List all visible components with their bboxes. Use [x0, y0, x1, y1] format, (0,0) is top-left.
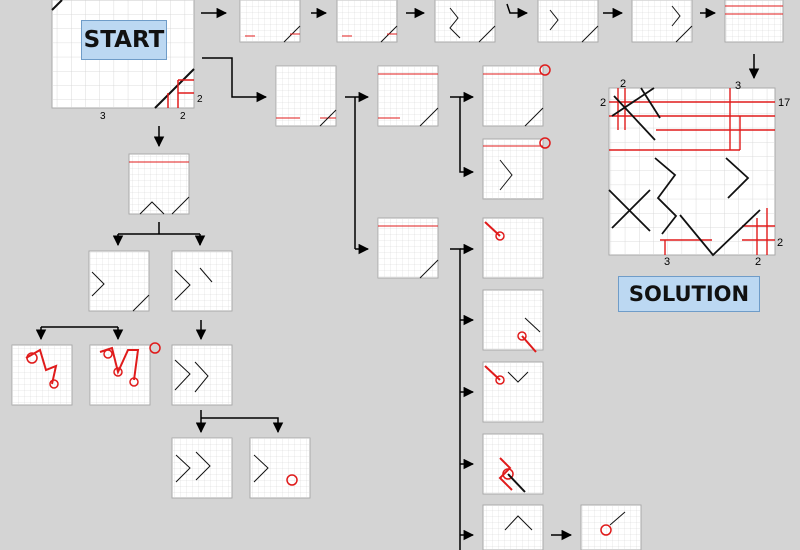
- solution-clue-right-top: 17: [778, 97, 790, 109]
- start-clue-bottom-left: 3: [100, 111, 106, 122]
- solution-label: SOLUTION: [618, 276, 760, 312]
- puzzle-thumb: [482, 289, 544, 353]
- solution-clue-bottom-left: 3: [664, 256, 670, 268]
- puzzle-thumb: [482, 64, 551, 127]
- puzzle-thumb: [482, 217, 544, 279]
- solution-clue-bottom-right: 2: [755, 256, 761, 268]
- puzzle-thumb: [88, 250, 150, 312]
- puzzle-thumb: [171, 250, 233, 312]
- puzzle-thumb: [434, 0, 496, 43]
- solution-clue-top-right: 3: [735, 80, 741, 92]
- puzzle-thumb: [482, 504, 544, 550]
- solution-clue-right-bottom: 2: [777, 237, 783, 249]
- start-puzzle: 3 2 2: [51, 0, 203, 122]
- connectors: [35, 3, 760, 550]
- puzzle-thumb: [11, 344, 73, 406]
- puzzle-thumb: [631, 0, 693, 43]
- puzzle-thumb: [128, 153, 190, 215]
- puzzle-thumb: [249, 437, 311, 499]
- solution-clue-left: 2: [600, 97, 606, 109]
- puzzle-thumb: [482, 433, 544, 495]
- puzzle-thumb: [275, 65, 337, 127]
- start-label: START: [81, 20, 167, 60]
- puzzle-thumb: [377, 65, 439, 127]
- puzzle-thumb: [336, 0, 398, 43]
- puzzle-thumb: [482, 137, 551, 200]
- puzzle-thumb: [377, 217, 439, 279]
- solution-puzzle: 2 3 2 17 2 3 2: [600, 78, 790, 268]
- puzzle-thumb: [724, 0, 784, 43]
- puzzle-thumb: [89, 342, 161, 406]
- puzzle-thumb: [171, 344, 233, 406]
- puzzle-thumb: [171, 437, 233, 499]
- puzzle-thumb: [239, 0, 301, 43]
- puzzle-thumb: [580, 504, 642, 550]
- puzzle-thumb: [537, 0, 599, 43]
- puzzle-thumb: [482, 361, 544, 423]
- start-clue-bottom-right: 2: [180, 111, 186, 122]
- start-clue-right-bottom: 2: [197, 94, 203, 105]
- solution-clue-top-left: 2: [620, 78, 626, 90]
